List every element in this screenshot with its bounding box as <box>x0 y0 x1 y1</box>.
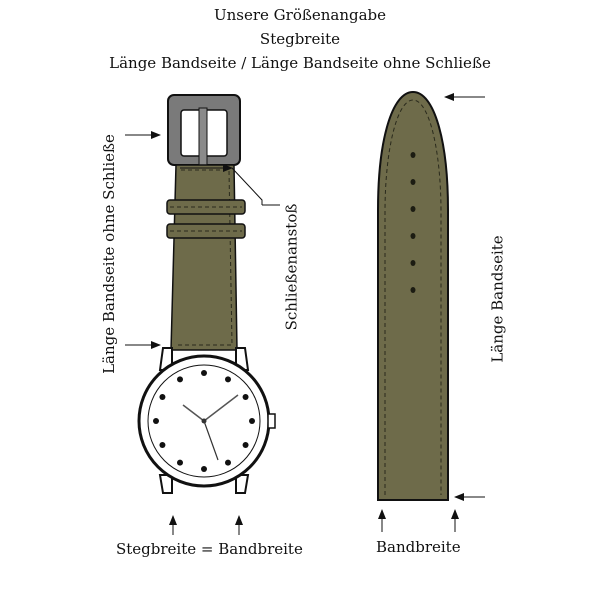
buckle-stop-arrow <box>180 164 280 206</box>
strap-hole <box>410 206 416 212</box>
label-laenge-ohne-schliesse: Länge Bandseite ohne Schließe <box>99 134 118 374</box>
strap-hole <box>410 287 416 293</box>
right-length-arrows <box>444 93 485 501</box>
band-width-arrows <box>378 509 459 532</box>
label-schliessenanstoss: Schließenanstoß <box>282 203 301 331</box>
hour-marker <box>225 376 231 383</box>
diagram-subtitle-laengen: Länge Bandseite / Länge Bandseite ohne S… <box>109 54 491 72</box>
strap-upper <box>166 164 246 351</box>
label-laenge-bandseite: Länge Bandseite <box>488 235 507 363</box>
label-bandbreite: Bandbreite <box>376 538 461 556</box>
hour-marker <box>201 466 207 472</box>
strap-long-piece <box>377 90 449 501</box>
diagram-title: Unsere Größenangabe <box>213 6 387 24</box>
hour-marker <box>242 394 249 400</box>
hour-markers <box>153 370 255 472</box>
left-length-arrow <box>125 131 161 349</box>
strap-hole <box>410 179 416 185</box>
strap-hole <box>410 260 416 266</box>
hour-marker <box>153 418 159 424</box>
hour-marker <box>225 459 231 466</box>
steg-width-arrows <box>169 515 243 535</box>
strap-hole <box>410 233 416 239</box>
hour-marker <box>177 459 183 466</box>
hour-marker <box>159 394 166 400</box>
watch-hands <box>182 394 239 461</box>
strap-holes <box>410 152 416 293</box>
hour-marker <box>249 418 255 424</box>
hour-marker <box>201 370 207 376</box>
hour-marker <box>159 442 166 448</box>
label-stegbreite-bandbreite: Stegbreite = Bandbreite <box>116 540 303 558</box>
buckle <box>167 94 241 169</box>
hour-marker <box>242 442 249 448</box>
strap-hole <box>410 152 416 158</box>
diagram-subtitle-stegbreite: Stegbreite <box>259 30 341 48</box>
hour-marker <box>177 376 183 383</box>
